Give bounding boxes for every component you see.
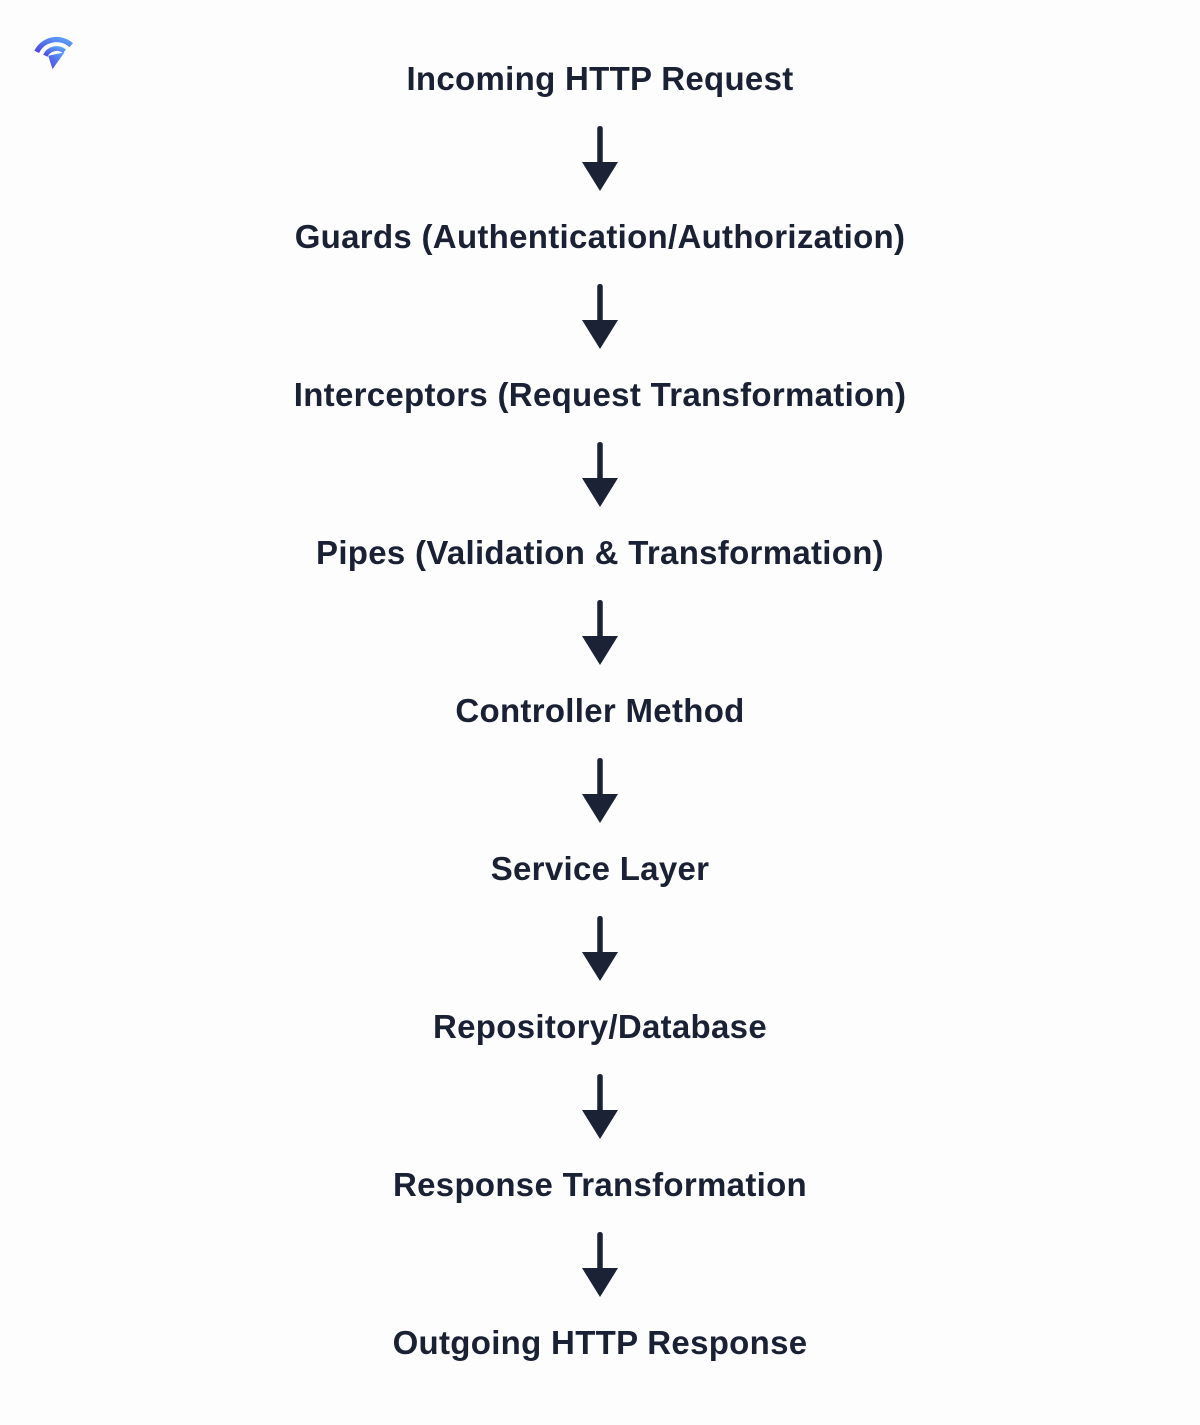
step-label: Pipes (Validation & Transformation) (316, 534, 884, 571)
down-arrow-icon (582, 758, 618, 823)
step-label: Interceptors (Request Transformation) (293, 376, 907, 413)
down-arrow-icon (582, 442, 618, 507)
down-arrow-icon (582, 1074, 618, 1139)
step-label: Response Transformation (393, 1166, 807, 1203)
step-label: Guards (Authentication/Authorization) (294, 218, 906, 255)
step-label: Incoming HTTP Request (406, 60, 794, 97)
down-arrow-icon (582, 1232, 618, 1297)
down-arrow-icon (582, 600, 618, 665)
down-arrow-icon (582, 284, 618, 349)
down-arrow-icon (582, 126, 618, 191)
step-label: Service Layer (490, 850, 710, 887)
step-label: Controller Method (455, 692, 745, 729)
step-label: Outgoing HTTP Response (392, 1324, 808, 1361)
signal-arrow-logo-icon (34, 36, 73, 70)
step-label: Repository/Database (433, 1008, 767, 1045)
down-arrow-icon (582, 916, 618, 981)
